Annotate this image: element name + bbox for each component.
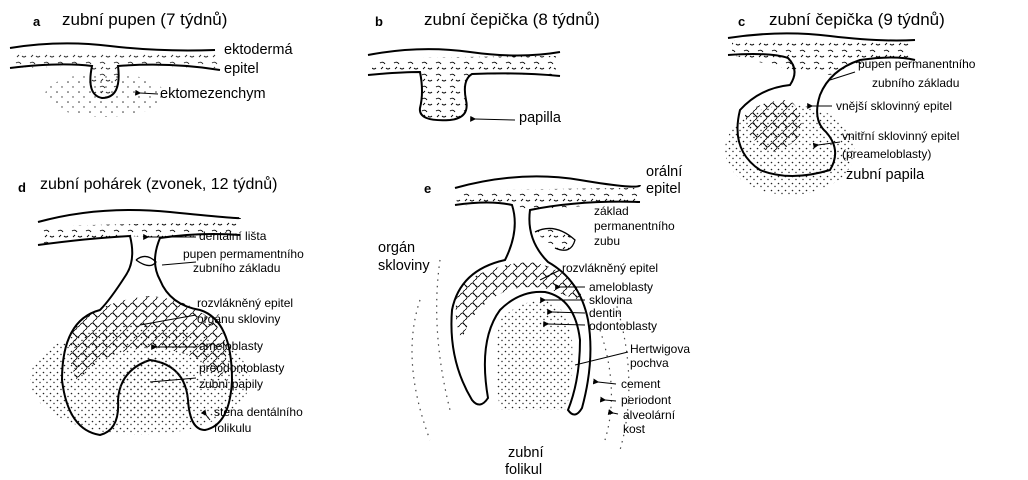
panel-e-label-alveolarni: alveolární xyxy=(623,409,675,422)
panel-d-label-pupen: pupen permamentního xyxy=(183,248,304,261)
panel-a-letter: a xyxy=(33,14,40,29)
panel-e-label-rozvlakneny: rozvlákněný epitel xyxy=(562,262,658,275)
panel-d-label-zubni-papily: zubní papily xyxy=(199,378,263,391)
panel-a-drawing xyxy=(10,43,220,117)
panel-e-label-permanentniho: permanentního xyxy=(594,220,675,233)
panel-c-title: zubní čepička (9 týdnů) xyxy=(769,10,945,30)
panel-e-label-zubni: zubní xyxy=(508,445,543,461)
panel-e-label-odontoblasty: odontoblasty xyxy=(589,320,657,333)
panel-d-label-dentalni-lista: dentální lišta xyxy=(199,230,266,243)
panel-d-label-rozvlakneny: rozvlákněný epitel xyxy=(197,297,293,310)
panel-d-label-organu-skloviny: orgánu skloviny xyxy=(197,313,280,326)
panel-d-letter: d xyxy=(18,180,26,195)
panel-c-label-zubni-papila: zubní papila xyxy=(846,167,924,183)
panel-b-label-papilla: papilla xyxy=(519,110,561,126)
panel-c-label-vnejsi: vnější sklovinný epitel xyxy=(836,100,952,113)
panel-d-title: zubní pohárek (zvonek, 12 týdnů) xyxy=(40,176,277,194)
panel-e-label-cement: cement xyxy=(621,378,660,391)
panel-b-letter: b xyxy=(375,14,383,29)
panel-d-label-preodontoblasty: preodontoblasty xyxy=(199,362,284,375)
panel-c-letter: c xyxy=(738,14,745,29)
panel-d-label-zakladu: zubního základu xyxy=(193,262,280,275)
panel-d-label-stena: stěna dentálního xyxy=(214,406,303,419)
panel-c-label-vnitrni: vnitřní sklovinný epitel xyxy=(842,130,959,143)
panel-c-label-pupen: pupen permanentního xyxy=(858,58,975,71)
panel-e-label-periodont: periodont xyxy=(621,394,671,407)
panel-a-label-ektoderm: ektodermá xyxy=(224,42,293,58)
panel-e-label-oralni: orální xyxy=(646,164,682,180)
panel-e-label-hertwigova: Hertwigova xyxy=(630,343,690,356)
panel-d-label-folikulu: folikulu xyxy=(214,422,251,435)
panel-e-label-epitel: epitel xyxy=(646,181,681,197)
panel-e-label-kost: kost xyxy=(623,423,645,436)
panel-e-label-zubu: zubu xyxy=(594,235,620,248)
panel-e-label-zaklad: základ xyxy=(594,205,629,218)
panel-a-label-ektomezenchym: ektomezenchym xyxy=(160,86,266,102)
panel-a-label-epitel: epitel xyxy=(224,61,259,77)
panel-c-label-zakladu: zubního základu xyxy=(872,77,959,90)
panel-a-title: zubní pupen (7 týdnů) xyxy=(62,10,227,30)
panel-e-label-skloviny: skloviny xyxy=(378,258,430,274)
panel-d-label-ameloblasty: ameloblasty xyxy=(199,340,263,353)
panel-e-label-organ: orgán xyxy=(378,240,415,256)
panel-e-label-pochva: pochva xyxy=(630,357,669,370)
panel-e-letter: e xyxy=(424,181,431,196)
panel-c-label-preameloblasty: (preameloblasty) xyxy=(842,148,931,161)
panel-b-title: zubní čepička (8 týdnů) xyxy=(424,10,600,30)
panel-e-label-folikul: folikul xyxy=(505,462,542,478)
